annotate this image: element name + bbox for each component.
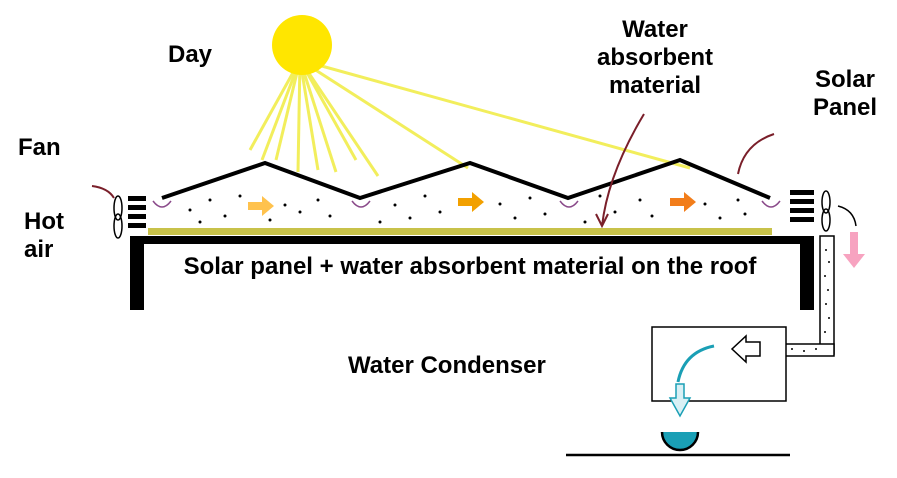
flow-arrow-icon (670, 192, 696, 212)
pointer-absorbent-head (595, 213, 609, 229)
condenser-box (651, 326, 787, 402)
flow-arrow-icon (458, 192, 484, 212)
absorbent-dots (188, 194, 747, 224)
fan-icon (821, 190, 831, 232)
airflow-curve (837, 205, 857, 227)
pointer-fan (91, 185, 115, 199)
droplet-marks (152, 200, 781, 208)
water-flow-curve (676, 344, 715, 383)
label-day: Day (168, 41, 213, 68)
sun-icon (272, 15, 332, 75)
pointer-absorbent (601, 113, 645, 227)
vent-icon (790, 190, 814, 222)
water-absorbent-layer (148, 228, 772, 235)
roof-frame (130, 236, 814, 310)
air-pipe (769, 235, 835, 357)
air-flow-arrows (248, 192, 696, 216)
pointer-solar-panel (737, 133, 775, 175)
flow-arrow-icon (730, 334, 761, 364)
flow-arrow-icon (248, 196, 274, 216)
label-condenser: Water Condenser (348, 352, 546, 379)
solar-panel-roof (161, 157, 771, 201)
flow-arrow-icon (843, 232, 865, 268)
label-solar-panel: Solar Panel (812, 66, 878, 121)
flow-arrow-icon (668, 383, 692, 418)
label-water-absorbent: Water absorbent material (596, 16, 713, 99)
label-roof-caption: Solar panel + water absorbent material o… (183, 253, 757, 280)
vent-icon (128, 196, 146, 228)
fan-icon (113, 195, 123, 239)
droplet-bowl-icon (660, 431, 700, 452)
label-fan: Fan (18, 134, 61, 161)
label-hot-air: Hot air (24, 208, 64, 263)
